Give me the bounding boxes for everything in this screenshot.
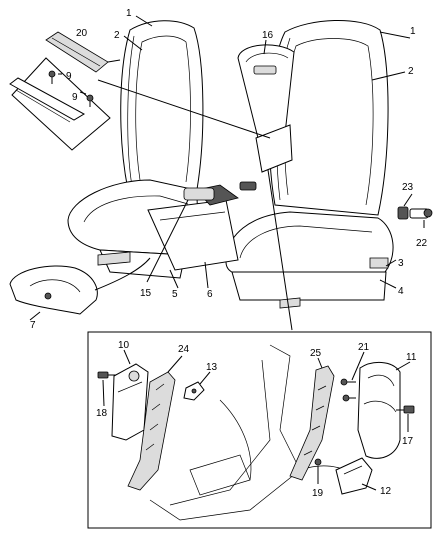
cover-clip-inset <box>9 31 111 151</box>
left-seat-back <box>120 20 204 196</box>
callout-18: 18 <box>96 408 108 419</box>
callout-22: 22 <box>416 238 428 249</box>
bench-seat-cushions <box>67 179 394 309</box>
hinge-cover <box>9 257 151 315</box>
callout-21: 21 <box>358 342 370 353</box>
callout-9-bottom: 9 <box>72 92 78 103</box>
callout-7: 7 <box>30 320 36 331</box>
callout-12: 12 <box>380 486 392 497</box>
leader-lines <box>29 15 425 331</box>
callout-25: 25 <box>310 348 322 359</box>
callout-10: 10 <box>118 340 130 351</box>
callout-15: 15 <box>140 288 152 299</box>
callout-1-right: 1 <box>410 26 416 37</box>
callout-1-left: 1 <box>126 8 132 19</box>
callout-24: 24 <box>178 344 190 355</box>
callout-labels: 1 2 20 9 9 16 1 2 23 22 3 4 15 5 6 7 10 … <box>30 8 428 499</box>
callout-9-top: 9 <box>66 71 72 82</box>
callout-19: 19 <box>312 488 324 499</box>
callout-2-right: 2 <box>408 66 414 77</box>
center-armrest <box>237 44 295 173</box>
callout-6: 6 <box>207 289 213 300</box>
recliner-bolt-hardware <box>397 206 433 220</box>
callout-20: 20 <box>76 28 88 39</box>
exploded-view-box <box>87 331 432 529</box>
callout-5: 5 <box>172 289 178 300</box>
callout-13: 13 <box>206 362 218 373</box>
callout-3: 3 <box>398 258 404 269</box>
callout-4: 4 <box>398 286 404 297</box>
detail-leader-lines <box>102 349 411 491</box>
callout-11: 11 <box>406 352 417 363</box>
callout-2-left: 2 <box>114 30 120 41</box>
callout-16: 16 <box>262 30 274 41</box>
callout-23: 23 <box>402 182 414 193</box>
callout-17: 17 <box>402 436 414 447</box>
